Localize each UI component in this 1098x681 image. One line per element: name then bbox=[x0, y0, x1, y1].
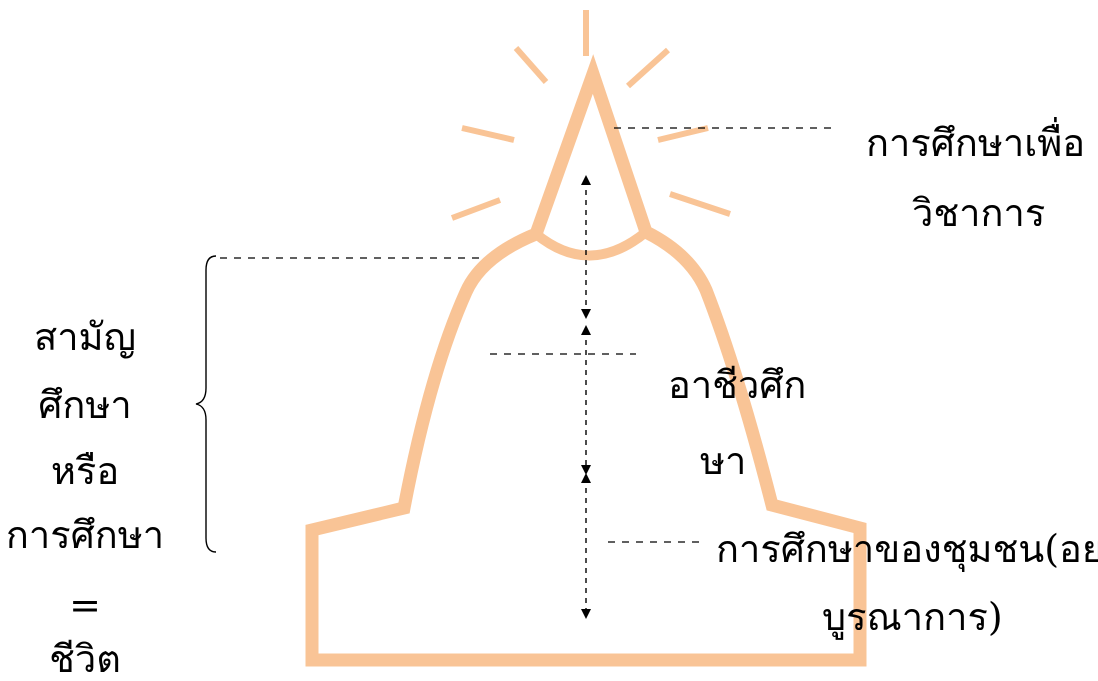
label-general-line3: หรือ bbox=[0, 452, 170, 490]
ray-mid-right bbox=[658, 128, 708, 140]
light-rays bbox=[452, 10, 730, 218]
ray-low-left bbox=[452, 200, 500, 218]
label-general-line5: = bbox=[0, 586, 170, 624]
ray-low-right bbox=[670, 194, 730, 214]
label-academic-line2: วิชาการ bbox=[912, 194, 1045, 232]
label-general-line6: ชีวิต bbox=[0, 640, 170, 678]
ray-upper-left bbox=[516, 48, 546, 82]
label-general-line1: สามัญ bbox=[0, 318, 170, 356]
ray-mid-left bbox=[462, 128, 514, 140]
label-community-line2: บูรณาการ) bbox=[822, 598, 1003, 636]
label-general-line2: ศึกษา bbox=[0, 386, 170, 424]
label-vocational-line1: อาชีวศึก bbox=[668, 366, 806, 404]
label-general-line4: การศึกษา bbox=[0, 516, 170, 554]
ray-upper-right bbox=[628, 50, 668, 86]
left-brace bbox=[196, 256, 216, 552]
label-community-line1: การศึกษาของชุมชน(อย่าง bbox=[716, 530, 1098, 568]
label-vocational-line2: ษา bbox=[700, 442, 746, 480]
stupa-spire-base bbox=[536, 232, 646, 256]
label-academic-line1: การศึกษาเพื่อ bbox=[866, 124, 1085, 162]
